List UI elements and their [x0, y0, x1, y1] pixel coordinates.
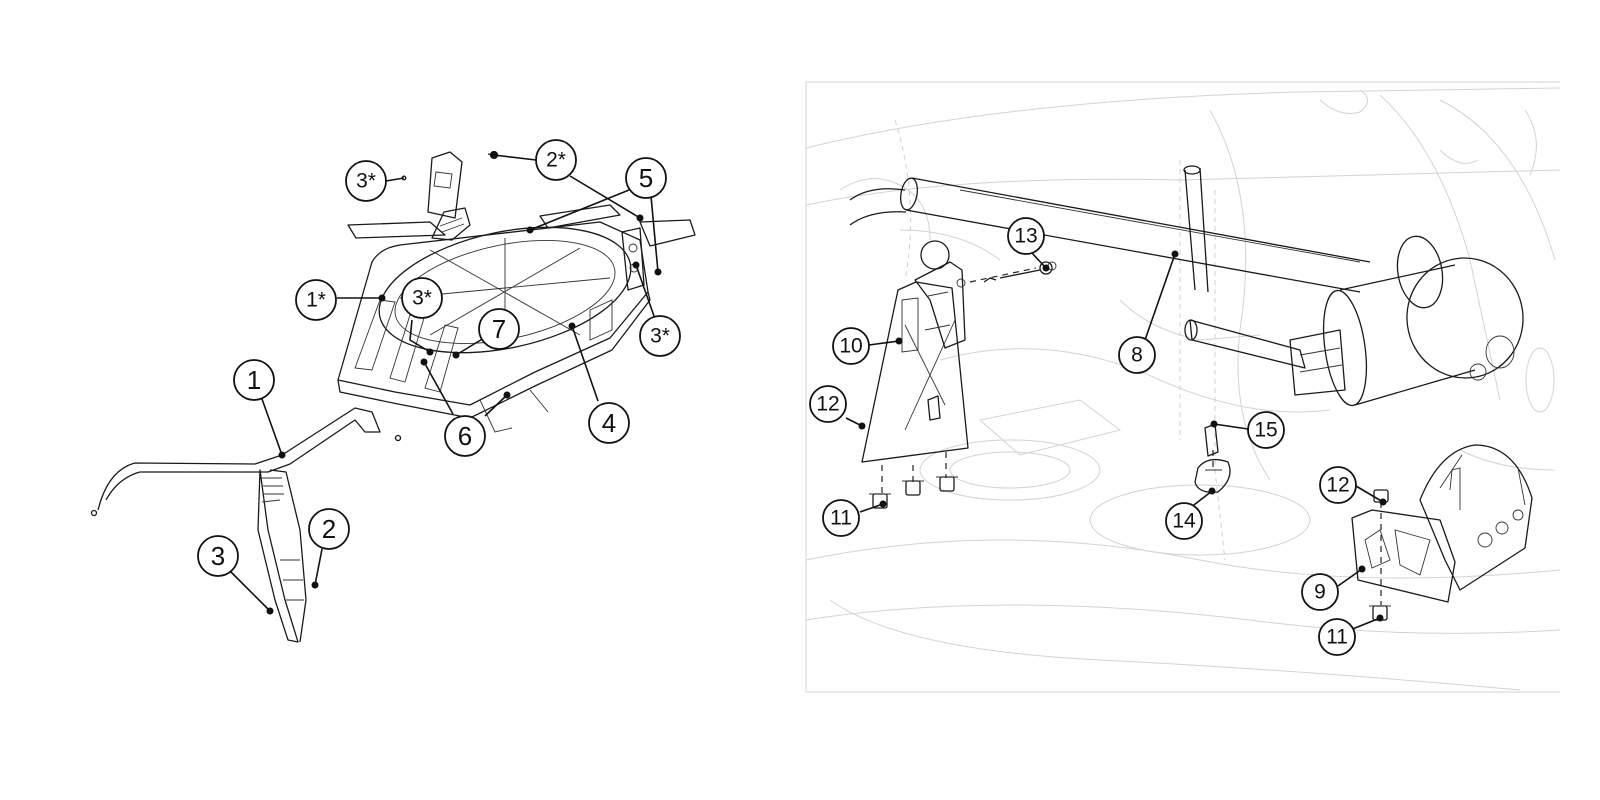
svg-text:2*: 2*	[546, 149, 566, 172]
callout-2star: 2*	[535, 139, 577, 181]
clip-assembly	[1194, 423, 1231, 493]
svg-text:3*: 3*	[412, 287, 432, 310]
left-bracket	[861, 261, 969, 463]
callout-1: 1	[233, 359, 275, 401]
svg-text:3: 3	[211, 541, 225, 571]
left-exploded-view: 3* 2* 5 1* 3* 7 3* 1	[90, 139, 696, 643]
callout-11-left: 11	[822, 499, 860, 537]
svg-text:5: 5	[639, 163, 653, 193]
svg-text:10: 10	[839, 335, 862, 358]
callout-5: 5	[625, 157, 667, 199]
strap-assembly	[97, 407, 381, 643]
callout-15: 15	[1247, 411, 1285, 449]
svg-text:1*: 1*	[306, 289, 326, 312]
svg-text:13: 13	[1014, 225, 1037, 248]
right-installation-view: 13 8 10 12 15 12 11 14	[805, 81, 1561, 693]
callout-3star-right: 3*	[639, 315, 681, 357]
callout-12-left: 12	[809, 385, 847, 423]
right-leader-dots	[858, 250, 1387, 622]
svg-text:11: 11	[830, 507, 852, 530]
callout-2: 2	[308, 508, 350, 550]
canister	[1289, 235, 1524, 407]
callout-6: 6	[444, 415, 486, 457]
loose-nut	[394, 434, 402, 442]
callout-12-right: 12	[1319, 466, 1357, 504]
tray-bracket	[347, 151, 696, 291]
right-leaders	[845, 251, 1384, 631]
vehicle-body-ghost	[805, 81, 1561, 693]
callout-8: 8	[1118, 336, 1156, 374]
svg-text:1: 1	[247, 365, 261, 395]
svg-text:11: 11	[1326, 626, 1348, 649]
loose-nut-left	[90, 509, 98, 517]
left-leader-dots	[266, 151, 662, 615]
callout-3star-top: 3*	[345, 160, 387, 202]
callout-3: 3	[197, 535, 239, 577]
svg-text:7: 7	[492, 314, 506, 344]
svg-text:12: 12	[816, 393, 839, 416]
callout-11-right: 11	[1318, 618, 1356, 656]
svg-text:9: 9	[1314, 581, 1326, 604]
lower-bolts-left	[869, 452, 958, 509]
callout-7: 7	[478, 308, 520, 350]
svg-text:12: 12	[1326, 474, 1349, 497]
svg-text:6: 6	[458, 421, 472, 451]
svg-text:3*: 3*	[356, 170, 376, 193]
callout-9: 9	[1301, 573, 1339, 611]
callout-14: 14	[1165, 502, 1203, 540]
callout-3star-middle: 3*	[401, 277, 443, 319]
svg-text:2: 2	[322, 514, 336, 544]
svg-text:3*: 3*	[650, 325, 670, 348]
svg-text:4: 4	[602, 408, 616, 438]
callout-13: 13	[1007, 217, 1045, 255]
right-bracket	[1351, 444, 1533, 621]
bolt-13	[969, 261, 1057, 283]
svg-text:15: 15	[1254, 419, 1277, 442]
left-leaders	[229, 154, 659, 612]
callout-4: 4	[588, 402, 630, 444]
cross-tube	[849, 165, 1371, 369]
svg-text:14: 14	[1172, 510, 1196, 533]
callout-1star: 1*	[295, 279, 337, 321]
svg-text:8: 8	[1131, 344, 1143, 367]
callout-10: 10	[832, 327, 870, 365]
